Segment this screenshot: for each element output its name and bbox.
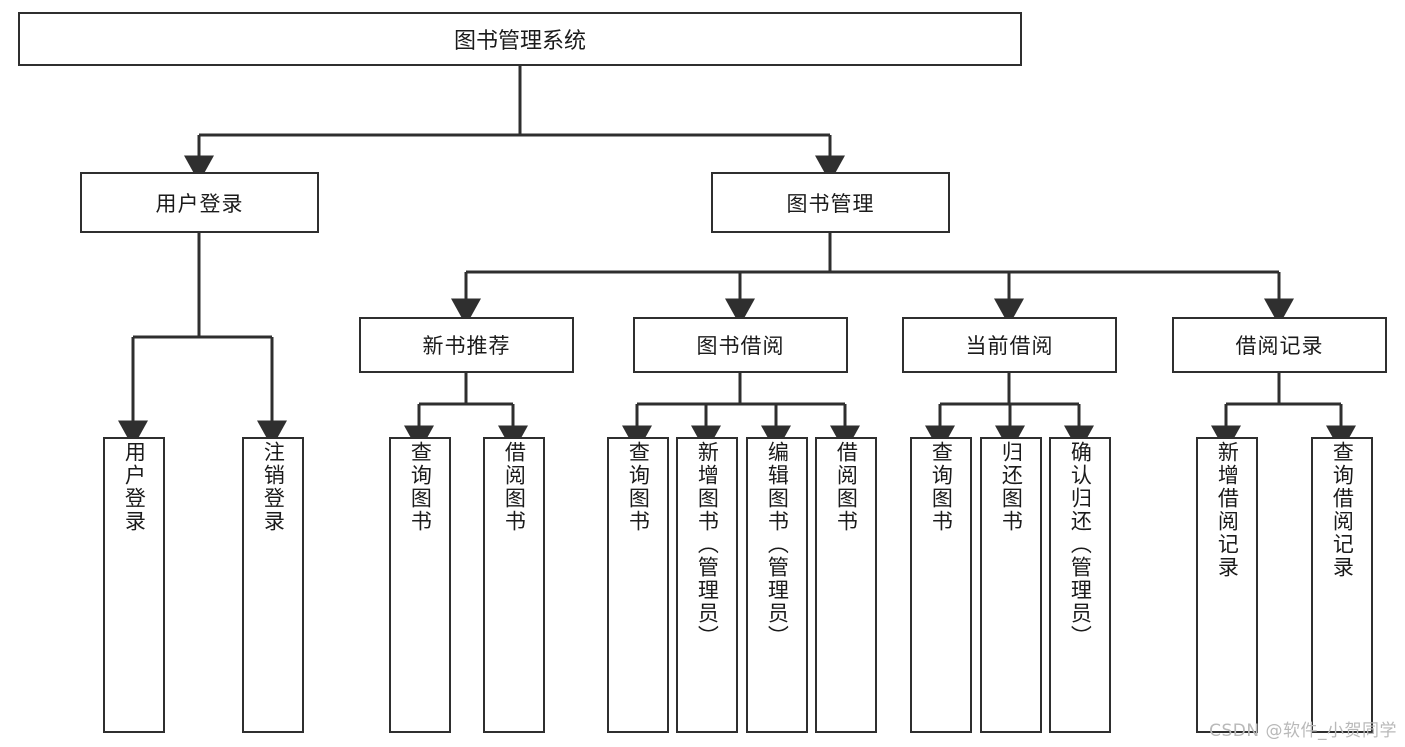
leaf-user-login-2[interactable]: 注销登录 bbox=[242, 437, 304, 733]
leaf-label: 编辑图书（管理员） bbox=[765, 441, 790, 648]
leaf-label: 归还图书 bbox=[999, 441, 1024, 533]
leaf-label: 注销登录 bbox=[261, 441, 286, 533]
node-root-label: 图书管理系统 bbox=[453, 29, 586, 54]
node-current-borrow-label: 当前借阅 bbox=[965, 334, 1054, 358]
node-book-borrow[interactable]: 图书借阅 bbox=[633, 317, 848, 373]
leaf-book-borrow-3[interactable]: 编辑图书（管理员） bbox=[746, 437, 808, 733]
leaf-label: 借阅图书 bbox=[502, 441, 527, 533]
node-user-login-label: 用户登录 bbox=[155, 191, 244, 216]
node-current-borrow[interactable]: 当前借阅 bbox=[902, 317, 1117, 373]
leaf-label: 新增借阅记录 bbox=[1215, 441, 1240, 579]
leaf-current-borrow-1[interactable]: 查询图书 bbox=[910, 437, 972, 733]
node-borrow-record-label: 借阅记录 bbox=[1235, 334, 1324, 358]
leaf-current-borrow-3[interactable]: 确认归还（管理员） bbox=[1049, 437, 1111, 733]
leaf-book-borrow-2[interactable]: 新增图书（管理员） bbox=[676, 437, 738, 733]
leaf-new-book-rec-2[interactable]: 借阅图书 bbox=[483, 437, 545, 733]
leaf-label: 查询图书 bbox=[929, 441, 954, 533]
leaf-book-borrow-1[interactable]: 查询图书 bbox=[607, 437, 669, 733]
leaf-label: 确认归还（管理员） bbox=[1068, 441, 1093, 648]
leaf-label: 用户登录 bbox=[122, 441, 147, 533]
leaf-label: 查询图书 bbox=[626, 441, 651, 533]
leaf-borrow-record-2[interactable]: 查询借阅记录 bbox=[1311, 437, 1373, 733]
leaf-new-book-rec-1[interactable]: 查询图书 bbox=[389, 437, 451, 733]
node-new-book-rec-label: 新书推荐 bbox=[422, 334, 511, 358]
node-root[interactable]: 图书管理系统 bbox=[18, 12, 1022, 66]
node-book-manage-label: 图书管理 bbox=[786, 191, 875, 216]
node-borrow-record[interactable]: 借阅记录 bbox=[1172, 317, 1387, 373]
node-new-book-rec[interactable]: 新书推荐 bbox=[359, 317, 574, 373]
leaf-label: 借阅图书 bbox=[834, 441, 859, 533]
leaf-book-borrow-4[interactable]: 借阅图书 bbox=[815, 437, 877, 733]
leaf-label: 新增图书（管理员） bbox=[695, 441, 720, 648]
leaf-current-borrow-2[interactable]: 归还图书 bbox=[980, 437, 1042, 733]
node-book-manage[interactable]: 图书管理 bbox=[711, 172, 950, 233]
leaf-borrow-record-1[interactable]: 新增借阅记录 bbox=[1196, 437, 1258, 733]
node-user-login[interactable]: 用户登录 bbox=[80, 172, 319, 233]
leaf-label: 查询借阅记录 bbox=[1330, 441, 1355, 579]
leaf-user-login-1[interactable]: 用户登录 bbox=[103, 437, 165, 733]
leaf-label: 查询图书 bbox=[408, 441, 433, 533]
node-book-borrow-label: 图书借阅 bbox=[696, 334, 785, 358]
